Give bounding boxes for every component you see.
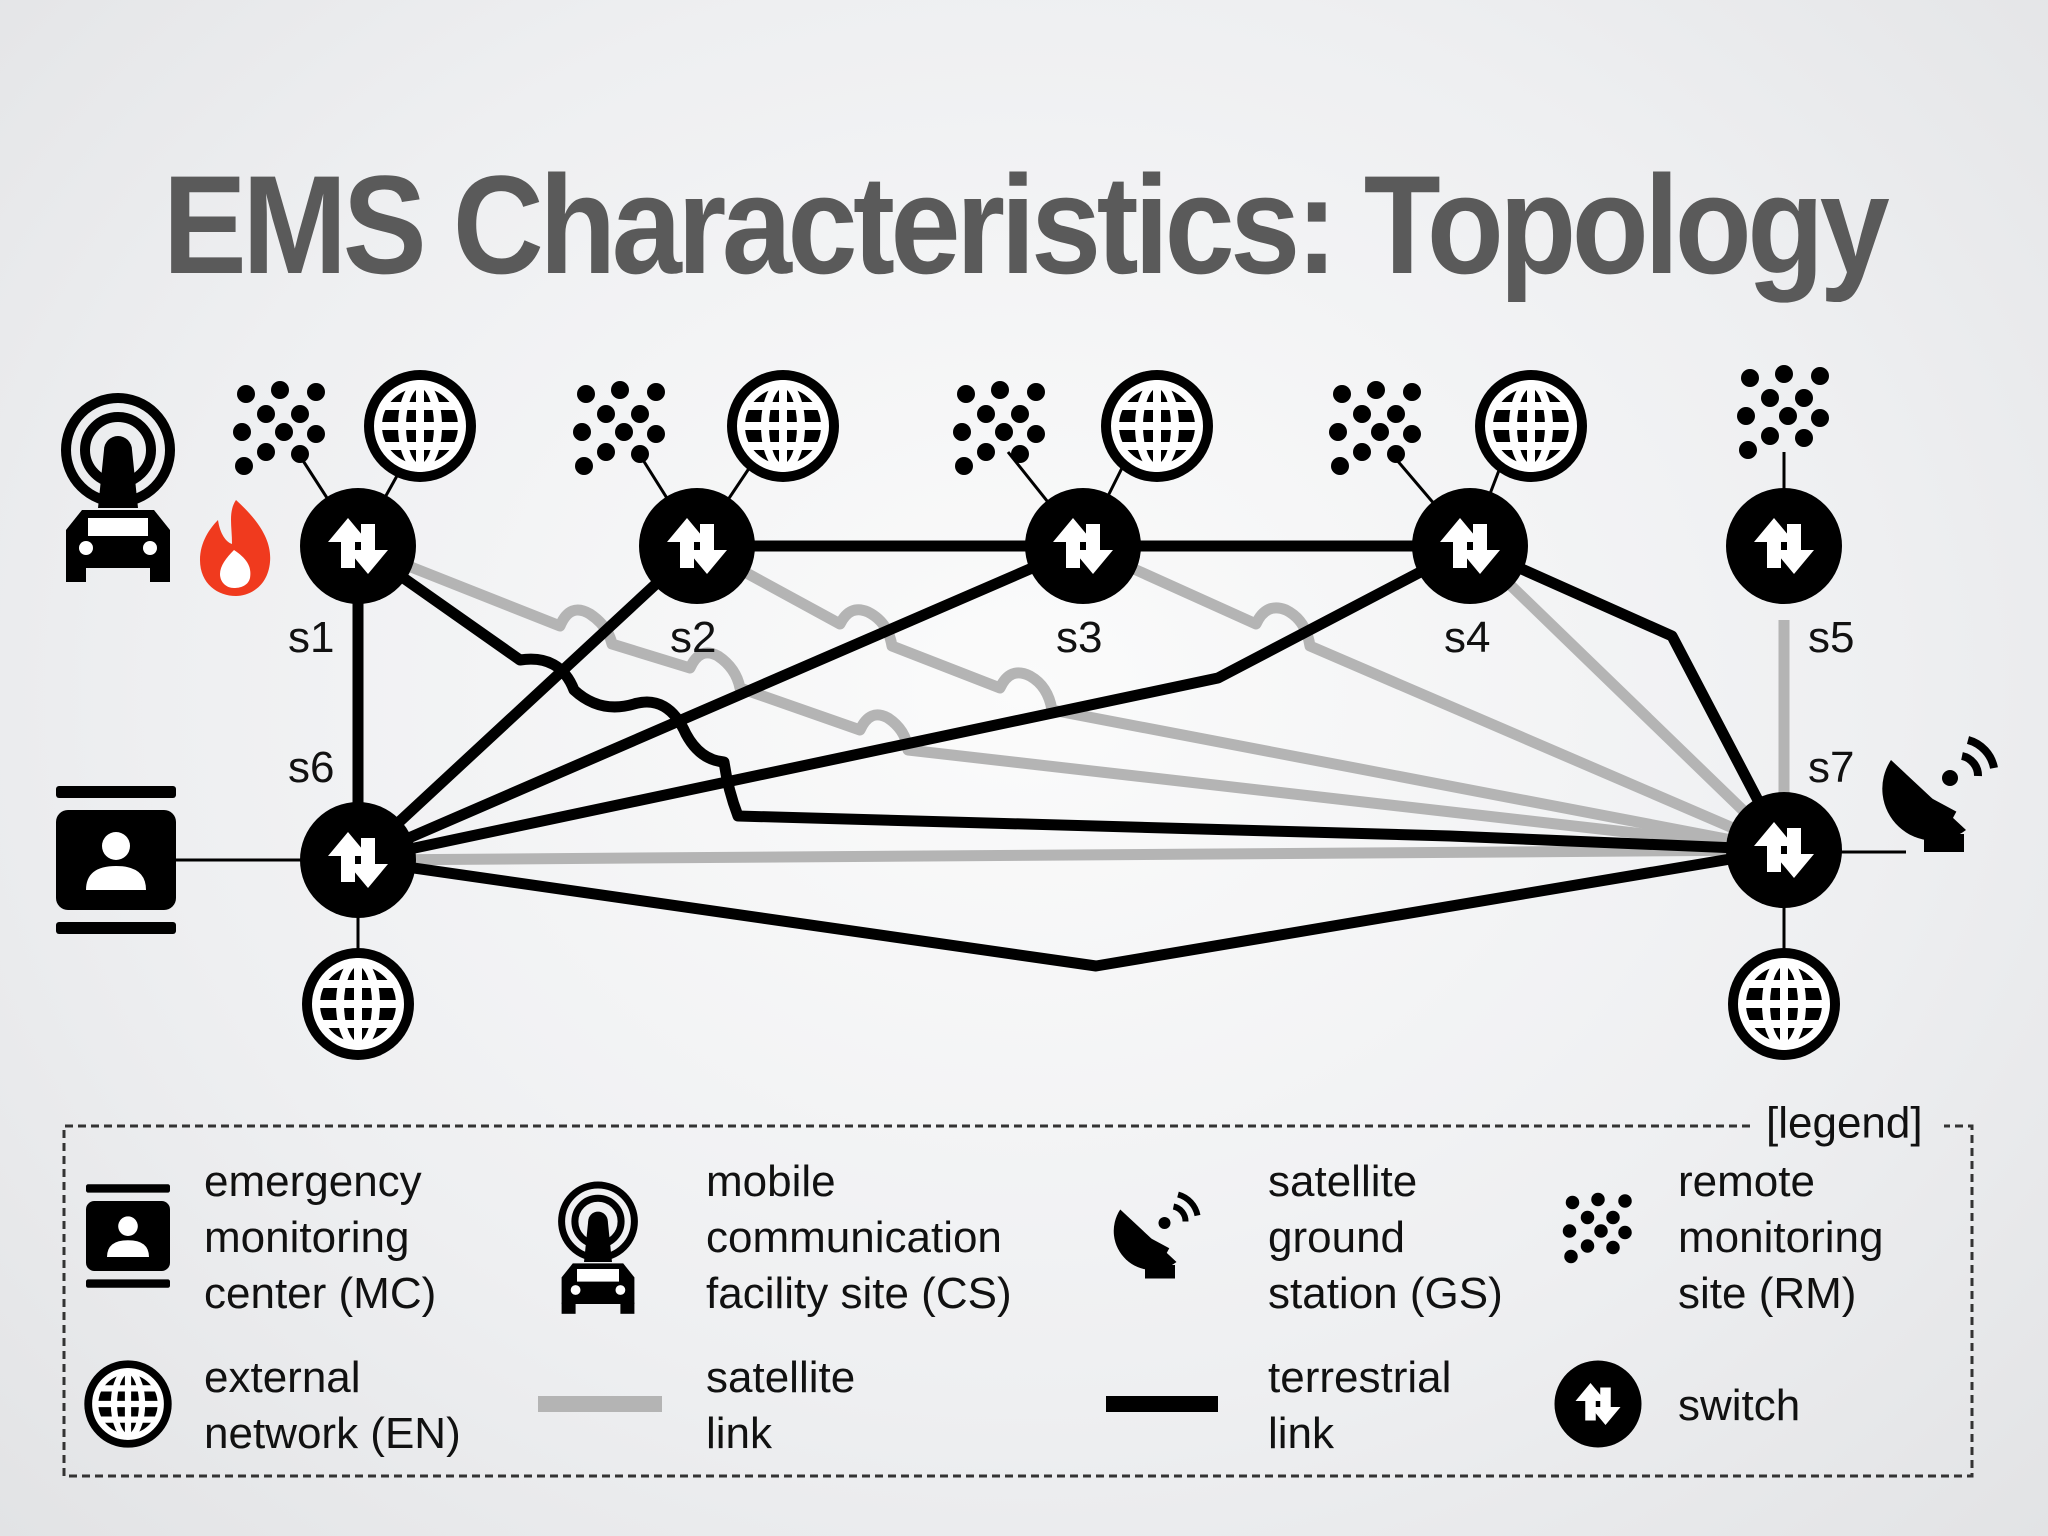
external-network-icon xyxy=(364,370,476,482)
terrestrial-link-s6-s7 xyxy=(357,844,1785,972)
legend-switch-icon xyxy=(1554,1360,1642,1448)
satellite-link-s3-s7 xyxy=(1080,540,1787,856)
legend: [legend] emergency monitoring center (MC… xyxy=(62,1099,1974,1478)
legend-gs-line2: ground xyxy=(1268,1213,1405,1262)
monitoring-center-icon xyxy=(56,786,176,934)
legend-mc-line2: monitoring xyxy=(204,1213,409,1262)
remote-monitoring-site-icon xyxy=(953,381,1045,475)
switch-s2-icon xyxy=(639,488,755,604)
legend-rm-icon xyxy=(1562,1192,1632,1264)
legend-switch-label: switch xyxy=(1678,1381,1800,1430)
external-network-icon xyxy=(1101,370,1213,482)
satellite-links xyxy=(355,540,1790,866)
node-label-s2: s2 xyxy=(670,613,716,662)
legend-cs-icon xyxy=(562,1185,635,1314)
legend-rm-line3: site (RM) xyxy=(1678,1269,1856,1318)
node-label-s4: s4 xyxy=(1444,613,1490,662)
legend-sat-line1: satellite xyxy=(706,1353,855,1402)
terrestrial-link-s4-s7 xyxy=(1467,540,1789,853)
switch-s1-icon xyxy=(300,488,416,604)
legend-mc-line3: center (MC) xyxy=(204,1269,436,1318)
terrestrial-link-s6-s3 xyxy=(355,540,1086,866)
svg-text:satellite link: satellite link xyxy=(706,1353,867,1458)
external-network-icon xyxy=(727,370,839,482)
external-network-icon xyxy=(1475,370,1587,482)
legend-en-line1: external xyxy=(204,1353,361,1402)
legend-cs-line1: mobile xyxy=(706,1157,836,1206)
legend-gs-line3: station (GS) xyxy=(1268,1269,1503,1318)
satellite-link-s2-s7 xyxy=(694,541,1786,856)
external-network-icon xyxy=(1728,948,1840,1060)
mobile-communication-site-icon xyxy=(66,398,170,582)
legend-mc-icon xyxy=(86,1184,170,1288)
remote-monitoring-site-icon xyxy=(233,381,325,475)
node-label-s7: s7 xyxy=(1808,743,1854,792)
satellite-ground-station-icon xyxy=(1882,740,1994,852)
svg-text:terrestrial link: terrestrial link xyxy=(1268,1353,1464,1458)
terrestrial-link-s6-s2 xyxy=(354,541,701,865)
legend-en-icon xyxy=(84,1360,171,1447)
satellite-link-s1-s7 xyxy=(355,540,1785,856)
legend-ter-line1: terrestrial xyxy=(1268,1353,1451,1402)
remote-monitoring-site-icon xyxy=(1329,381,1421,475)
node-label-s6: s6 xyxy=(288,743,334,792)
terrestrial-link-s1-s7 xyxy=(354,541,1785,856)
legend-mc-line1: emergency xyxy=(204,1157,422,1206)
svg-text:satellite ground s: satellite ground station (GS) xyxy=(1268,1157,1503,1318)
legend-gs-line1: satellite xyxy=(1268,1157,1417,1206)
switch-s3-icon xyxy=(1025,488,1141,604)
remote-monitoring-site-icon xyxy=(1737,365,1829,459)
legend-rm-line1: remote xyxy=(1678,1157,1815,1206)
switch-s5-icon xyxy=(1726,488,1842,604)
switch-s6-icon xyxy=(300,802,416,918)
switch-s7-icon xyxy=(1726,792,1842,908)
node-label-s3: s3 xyxy=(1056,613,1102,662)
legend-rm-line2: monitoring xyxy=(1678,1213,1883,1262)
legend-gs-icon xyxy=(1114,1195,1198,1279)
legend-cs-line2: communication xyxy=(706,1213,1002,1262)
page-title: EMS Characteristics: Topology xyxy=(162,146,1890,303)
svg-text:external network (EN): external network (EN) xyxy=(204,1353,461,1458)
fire-icon xyxy=(200,500,271,596)
node-label-s1: s1 xyxy=(288,613,334,662)
legend-title: [legend] xyxy=(1766,1099,1923,1148)
remote-monitoring-site-icon xyxy=(573,381,665,475)
svg-text:mobile communication: mobile communication facility site (CS) xyxy=(706,1157,1014,1318)
legend-sat-line2: link xyxy=(706,1409,773,1458)
legend-cs-line3: facility site (CS) xyxy=(706,1269,1012,1318)
node-label-s5: s5 xyxy=(1808,613,1854,662)
satellite-link-s4-s7 xyxy=(1466,542,1788,854)
legend-en-line2: network (EN) xyxy=(204,1409,461,1458)
switch-s4-icon xyxy=(1412,488,1528,604)
terrestrial-link-s6-s4 xyxy=(356,541,1473,866)
external-network-icon xyxy=(302,948,414,1060)
svg-text:emergency monitoring: emergency monitoring center (MC) xyxy=(204,1157,436,1318)
svg-text:remote monitoring: remote monitoring site (RM) xyxy=(1678,1157,1896,1318)
legend-ter-line2: link xyxy=(1268,1409,1335,1458)
